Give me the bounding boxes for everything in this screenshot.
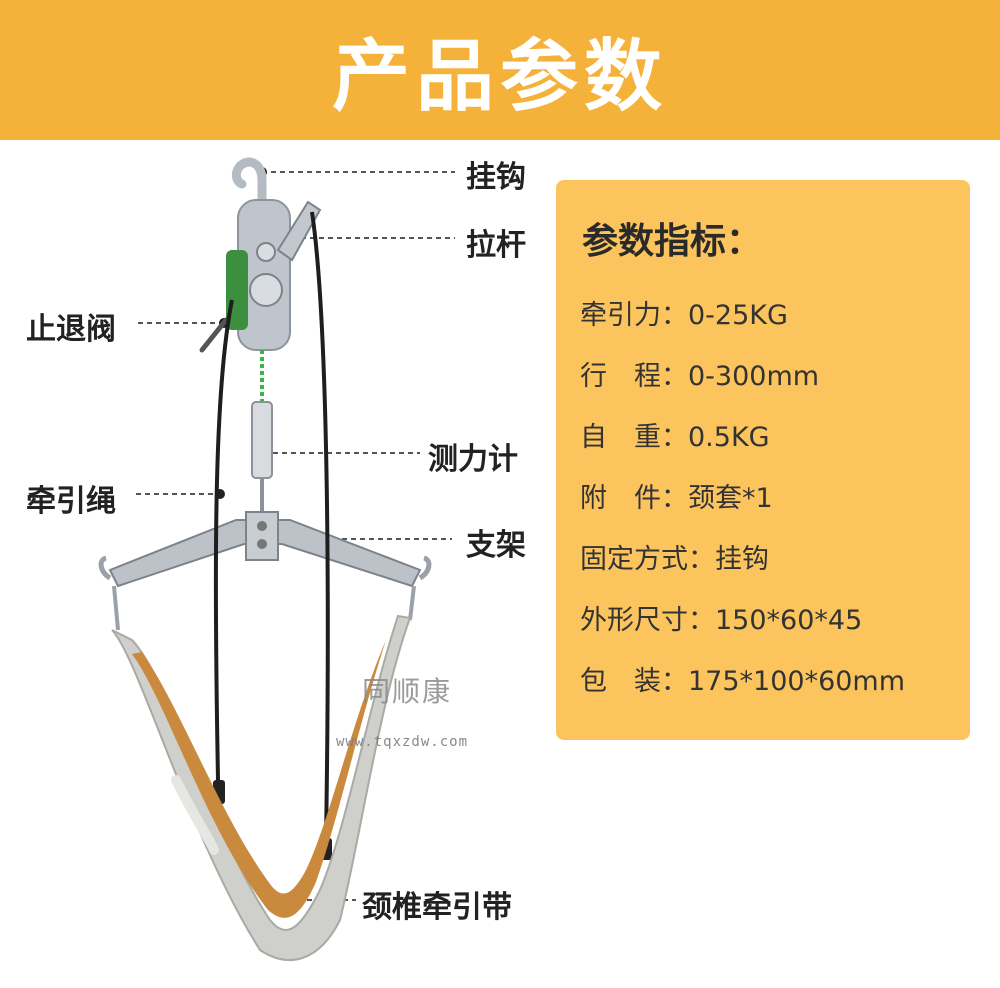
callout-traction-rope: 牵引绳	[26, 484, 116, 519]
neck-belt	[111, 614, 412, 961]
spec-list: 牵引力：0-25KG 行 程：0-300mm 自 重：0.5KG 附 件：颈套*…	[580, 296, 905, 723]
watermark-url: www.tqxzdw.com	[336, 734, 469, 750]
callout-lever: 拉杆	[466, 228, 526, 263]
spec-row-packaging: 包 装：175*100*60mm	[580, 666, 906, 697]
spec-heading: 参数指标：	[582, 221, 763, 262]
neck-belt-lining	[132, 640, 386, 918]
traction-rope-right	[310, 211, 330, 841]
spec-row-accessory: 附 件：颈套*1	[580, 483, 773, 514]
spec-row-stroke: 行 程：0-300mm	[580, 361, 820, 392]
force-gauge	[251, 401, 273, 479]
banner-title: 产品参数	[331, 32, 668, 122]
spec-row-mounting: 固定方式：挂钩	[580, 544, 769, 575]
callout-frame: 支架	[466, 528, 526, 563]
title-banner: 产品参数	[0, 0, 1000, 140]
callout-check-valve: 止退阀	[26, 312, 116, 347]
spec-row-dimensions: 外形尺寸：150*60*45	[580, 605, 863, 636]
spec-row-traction-force: 牵引力：0-25KG	[580, 300, 788, 331]
hook	[231, 157, 267, 205]
lever-arm	[276, 200, 322, 262]
spec-row-weight: 自 重：0.5KG	[580, 422, 770, 453]
callout-neck-belt: 颈椎牵引带	[362, 890, 512, 925]
cervical-traction-device-illustration	[98, 157, 455, 961]
traction-rope-left	[213, 299, 234, 781]
product-stage: 挂钩 拉杆 止退阀 测力计 牵引绳 支架 颈椎牵引带 同顺康 www.tqxzd…	[0, 140, 1000, 988]
spec-card: 参数指标： 牵引力：0-25KG 行 程：0-300mm 自 重：0.5KG 附…	[556, 180, 970, 740]
watermark-brand: 同顺康	[362, 675, 453, 708]
callout-force-gauge: 测力计	[428, 442, 518, 477]
check-valve-handle	[199, 317, 229, 353]
callout-hook: 挂钩	[466, 160, 526, 195]
